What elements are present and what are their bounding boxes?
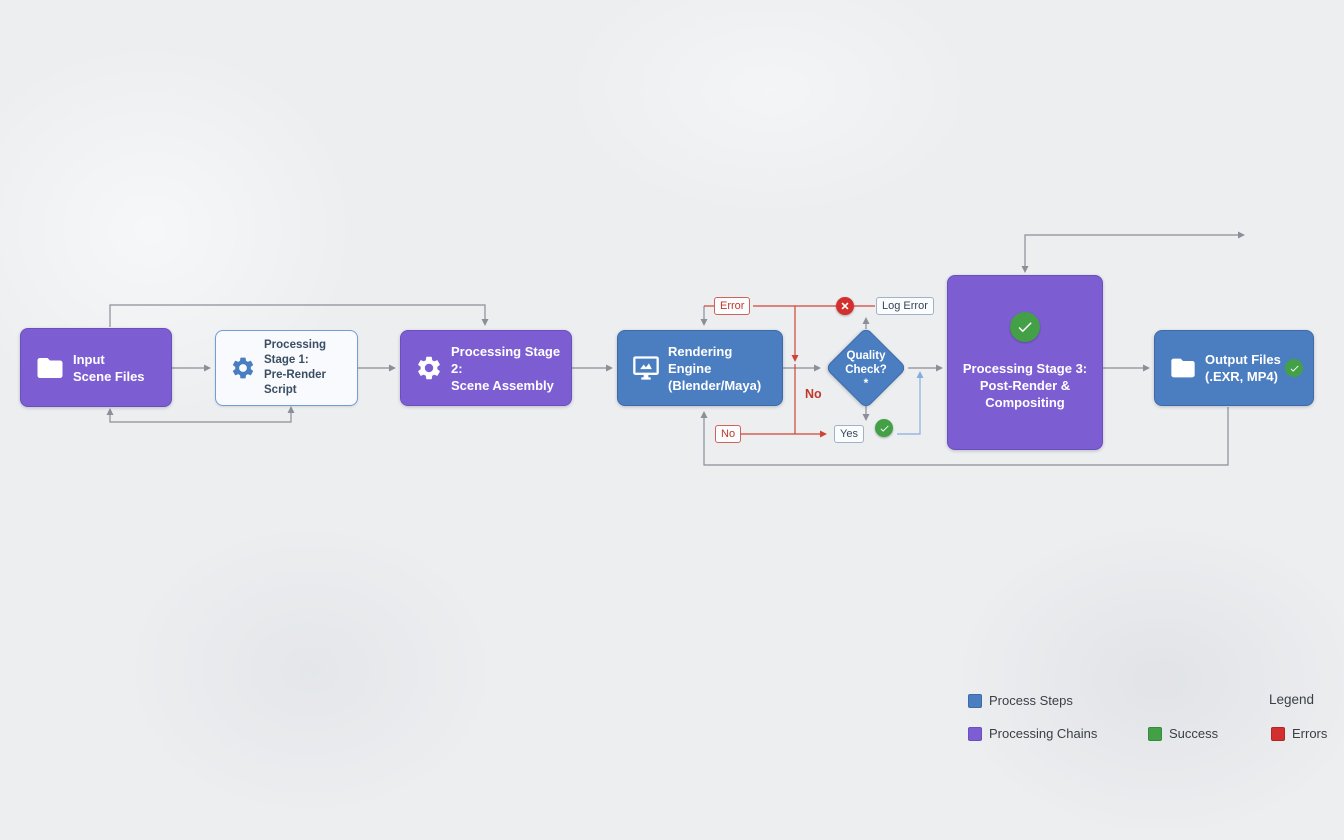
- gear-icon: [415, 354, 443, 382]
- node-label: Quality: [846, 350, 886, 362]
- background-blob: [950, 520, 1344, 840]
- legend-item-process-steps: Process Steps: [968, 693, 1073, 708]
- success-check-icon: [875, 419, 893, 437]
- background-blob: [120, 520, 500, 820]
- sparkle-icon: *: [863, 376, 869, 390]
- legend-swatch-purple: [968, 726, 982, 741]
- background-blob: [560, 0, 980, 220]
- folder-icon: [35, 353, 65, 383]
- node-processing-stage-3: Processing Stage 3: Post-Render & Compos…: [947, 275, 1103, 450]
- node-label: Scene Assembly: [451, 377, 554, 393]
- node-quality-check: Quality Check? *: [824, 326, 908, 410]
- edge-stage1-back-input: [109, 413, 292, 423]
- legend-item-processing-chains: Processing Chains: [968, 726, 1097, 741]
- node-label: Input: [73, 351, 105, 367]
- node-processing-stage-2: Processing Stage 2: Scene Assembly: [400, 330, 572, 406]
- legend-item-errors: Errors: [1271, 726, 1327, 741]
- log-error-label: Log Error: [876, 297, 934, 315]
- node-label: Processing Stage 2:: [451, 343, 561, 376]
- edge-stage3-top-loop: [1024, 234, 1238, 272]
- folder-icon: [1169, 354, 1197, 382]
- no-edge-label: No: [805, 387, 822, 401]
- monitor-icon: [632, 354, 660, 382]
- legend-label: Success: [1169, 726, 1219, 741]
- node-label: Compositing: [985, 395, 1065, 410]
- node-label: Rendering Engine: [668, 343, 733, 376]
- node-output-files: Output Files (.EXR, MP4): [1154, 330, 1314, 406]
- node-label: Processing Stage 3:: [962, 361, 1088, 376]
- error-label: Error: [714, 297, 751, 315]
- node-label: (.EXR, MP4): [1205, 369, 1278, 384]
- success-check-icon: [1285, 359, 1303, 377]
- legend-item-success: Success: [1148, 726, 1218, 741]
- node-label: Pre-Render Script: [264, 369, 326, 396]
- legend-label: Processing Chains: [989, 726, 1098, 741]
- gear-icon: [230, 355, 256, 381]
- node-label: Scene Files: [73, 368, 145, 384]
- legend-label: Process Steps: [989, 693, 1073, 708]
- node-label: Post-Render &: [979, 378, 1071, 393]
- node-label: Output Files: [1205, 352, 1281, 367]
- node-label: Check?: [845, 364, 887, 376]
- yes-tag: Yes: [834, 425, 864, 443]
- node-label: (Blender/Maya): [668, 377, 762, 393]
- node-label: Processing Stage 1:: [264, 339, 326, 366]
- no-tag: No: [715, 425, 742, 443]
- edge-input-skip-stage2: [109, 304, 486, 327]
- legend-swatch-red: [1271, 726, 1285, 741]
- legend-title: Legend: [1269, 692, 1315, 707]
- error-x-icon: [836, 297, 854, 315]
- legend-swatch-blue: [968, 693, 982, 708]
- legend-label: Errors: [1292, 726, 1328, 741]
- blue-arrowheads: [916, 371, 924, 378]
- legend-swatch-green: [1148, 726, 1162, 741]
- node-processing-stage-1: Processing Stage 1: Pre-Render Script: [215, 330, 358, 406]
- node-rendering-engine: Rendering Engine (Blender/Maya): [617, 330, 783, 406]
- success-check-icon: [1010, 312, 1040, 342]
- node-input-scene-files: Input Scene Files: [20, 328, 172, 407]
